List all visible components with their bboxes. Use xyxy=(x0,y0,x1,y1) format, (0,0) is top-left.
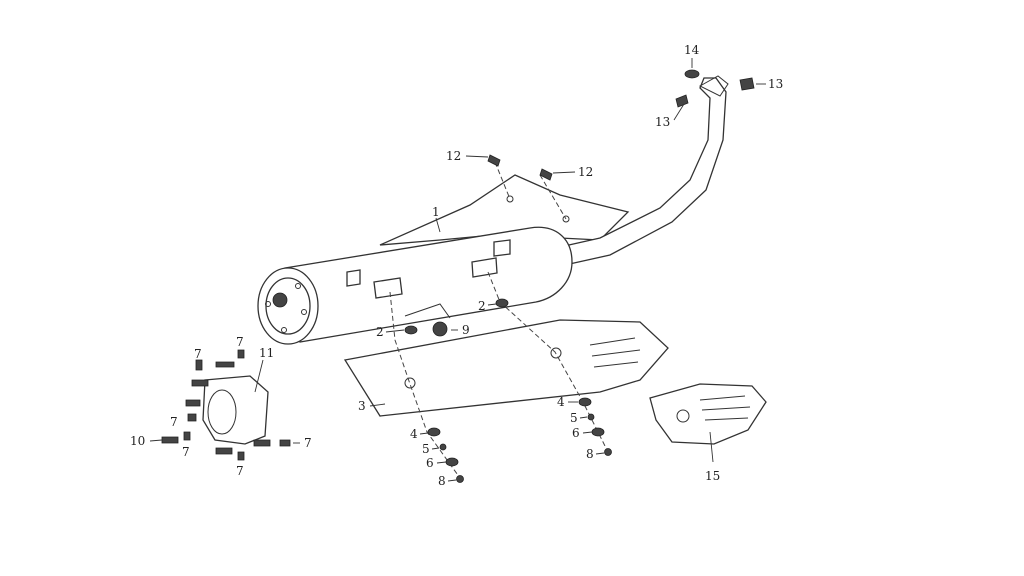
muffler-outlet xyxy=(272,292,288,308)
callout-8-right: 8 xyxy=(586,447,594,461)
muffler-body xyxy=(284,226,573,343)
shield-slot-1 xyxy=(589,337,636,346)
part-5-right xyxy=(587,413,595,421)
callout-13-left: 13 xyxy=(655,115,670,129)
washer-2-right xyxy=(495,298,509,308)
callout-2-right: 2 xyxy=(478,299,486,313)
callout-6-right: 6 xyxy=(572,426,580,440)
shield-slot-3 xyxy=(593,361,639,368)
washer-2-left xyxy=(404,325,418,335)
callout-8-left: 8 xyxy=(438,474,446,488)
washer-6-left xyxy=(445,457,459,467)
callout-2-left: 2 xyxy=(376,325,384,339)
end-bolt-1 xyxy=(295,283,301,289)
nut-13-right xyxy=(739,77,755,91)
callout-4-right: 4 xyxy=(557,395,565,409)
callout-11: 11 xyxy=(259,346,274,360)
bracket-hole-right xyxy=(562,215,570,223)
callout-5-right: 5 xyxy=(570,411,578,425)
mount-tab-4 xyxy=(493,239,511,257)
screw-7-d xyxy=(191,379,209,387)
screw-7-h xyxy=(215,447,233,455)
exhaust-pipe xyxy=(559,77,727,266)
callout-7-b: 7 xyxy=(236,335,244,349)
screw-7-f xyxy=(187,413,197,422)
washer-4-right xyxy=(578,397,592,407)
gasket-14 xyxy=(684,69,700,79)
part-11-opening xyxy=(207,389,237,435)
screw-7-g xyxy=(253,439,271,447)
callout-10: 10 xyxy=(130,434,145,448)
callout-12-right: 12 xyxy=(578,165,593,179)
bolt-12-right xyxy=(539,168,553,181)
callout-15: 15 xyxy=(705,469,720,483)
mount-tab-2 xyxy=(373,277,403,299)
callout-12-left: 12 xyxy=(446,149,461,163)
part-3-heat-shield xyxy=(343,319,669,417)
callout-7-a: 7 xyxy=(194,347,202,361)
bolt-10 xyxy=(161,436,179,444)
screw-7-e xyxy=(185,399,201,407)
screw-7-b xyxy=(237,349,245,359)
pipe-flange xyxy=(698,75,729,97)
callout-5-left: 5 xyxy=(422,442,430,456)
callout-1: 1 xyxy=(432,205,440,219)
mount-tab-3 xyxy=(471,257,498,278)
part-5-left xyxy=(439,443,447,451)
muffler-end-ring xyxy=(265,277,311,335)
screw-7-k xyxy=(183,431,191,441)
callout-9: 9 xyxy=(462,323,470,337)
muffler-bracket-lower xyxy=(404,303,451,319)
mount-tab-1 xyxy=(346,269,361,287)
end-bolt-4 xyxy=(265,301,271,307)
part-15-cover xyxy=(649,383,767,445)
callout-4-left: 4 xyxy=(410,427,418,441)
callout-14: 14 xyxy=(684,43,700,57)
end-bolt-3 xyxy=(281,327,287,333)
callout-13-right: 13 xyxy=(768,77,783,91)
bracket-hole-left xyxy=(506,195,514,203)
screw-7-a xyxy=(195,359,203,371)
shield-hole-2 xyxy=(550,347,562,359)
end-bolt-2 xyxy=(301,309,307,315)
bolt-12-left xyxy=(487,154,501,167)
callout-6-left: 6 xyxy=(426,456,434,470)
nut-8-left xyxy=(456,475,464,483)
screw-7-i xyxy=(237,451,245,461)
part-15-hole xyxy=(676,409,690,423)
part-9 xyxy=(432,321,448,337)
washer-4-left xyxy=(427,427,441,437)
washer-6-right xyxy=(591,427,605,437)
callout-7-c: 7 xyxy=(170,415,178,429)
shield-slot-2 xyxy=(591,349,641,357)
callout-7-e: 7 xyxy=(236,464,244,478)
nut-8-right xyxy=(604,448,612,456)
callout-7-d: 7 xyxy=(182,445,190,459)
screw-7-c xyxy=(215,361,235,368)
screw-7-j xyxy=(279,439,291,447)
callout-3: 3 xyxy=(358,399,366,413)
callout-7-f: 7 xyxy=(304,436,312,450)
nut-13-left xyxy=(675,94,689,108)
shield-hole-1 xyxy=(404,377,416,389)
